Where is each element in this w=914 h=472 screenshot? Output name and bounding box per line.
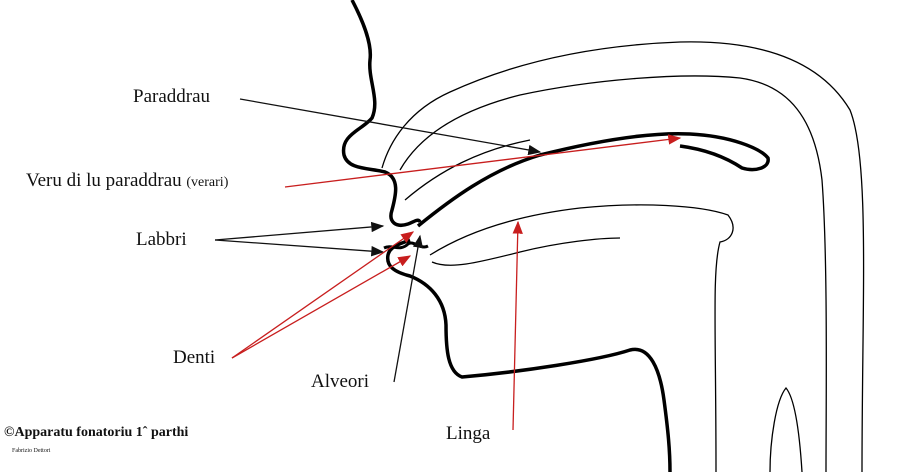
caption-author: Fabrizio Dettori bbox=[12, 448, 51, 454]
label-labbri: Labbri bbox=[136, 229, 187, 250]
nasal-outline bbox=[381, 41, 865, 472]
tongue-outline bbox=[429, 204, 734, 472]
label-veru-note: (verari) bbox=[186, 175, 229, 190]
label-linga: Linga bbox=[446, 423, 491, 444]
label-denti: Denti bbox=[173, 347, 216, 368]
lower-lip bbox=[385, 238, 672, 472]
arrow-veru bbox=[284, 134, 682, 188]
nasal-inner bbox=[399, 75, 827, 472]
arrow-labbri-lower bbox=[214, 239, 385, 257]
hard-palate bbox=[416, 131, 770, 228]
label-alveori: Alveori bbox=[311, 371, 370, 392]
arrow-denti-upper bbox=[231, 231, 415, 359]
epiglottis bbox=[769, 386, 803, 472]
arrow-denti-lower bbox=[231, 255, 412, 359]
arrow-linga bbox=[512, 220, 523, 431]
arrow-labbri-upper bbox=[214, 221, 385, 241]
face-profile bbox=[341, 0, 422, 227]
label-paraddrau: Paraddrau bbox=[133, 86, 211, 107]
label-veru: Veru di lu paraddrau (verari) bbox=[26, 170, 228, 192]
arrow-paraddrau bbox=[239, 98, 542, 156]
label-veru-text: Veru di lu paraddrau bbox=[26, 170, 182, 191]
inner-palate bbox=[404, 139, 531, 201]
tongue-inner bbox=[431, 237, 621, 266]
arrow-alveori bbox=[393, 234, 424, 383]
caption-title: ©Apparatu fonatoriu 1ˆ parthi bbox=[4, 425, 189, 440]
